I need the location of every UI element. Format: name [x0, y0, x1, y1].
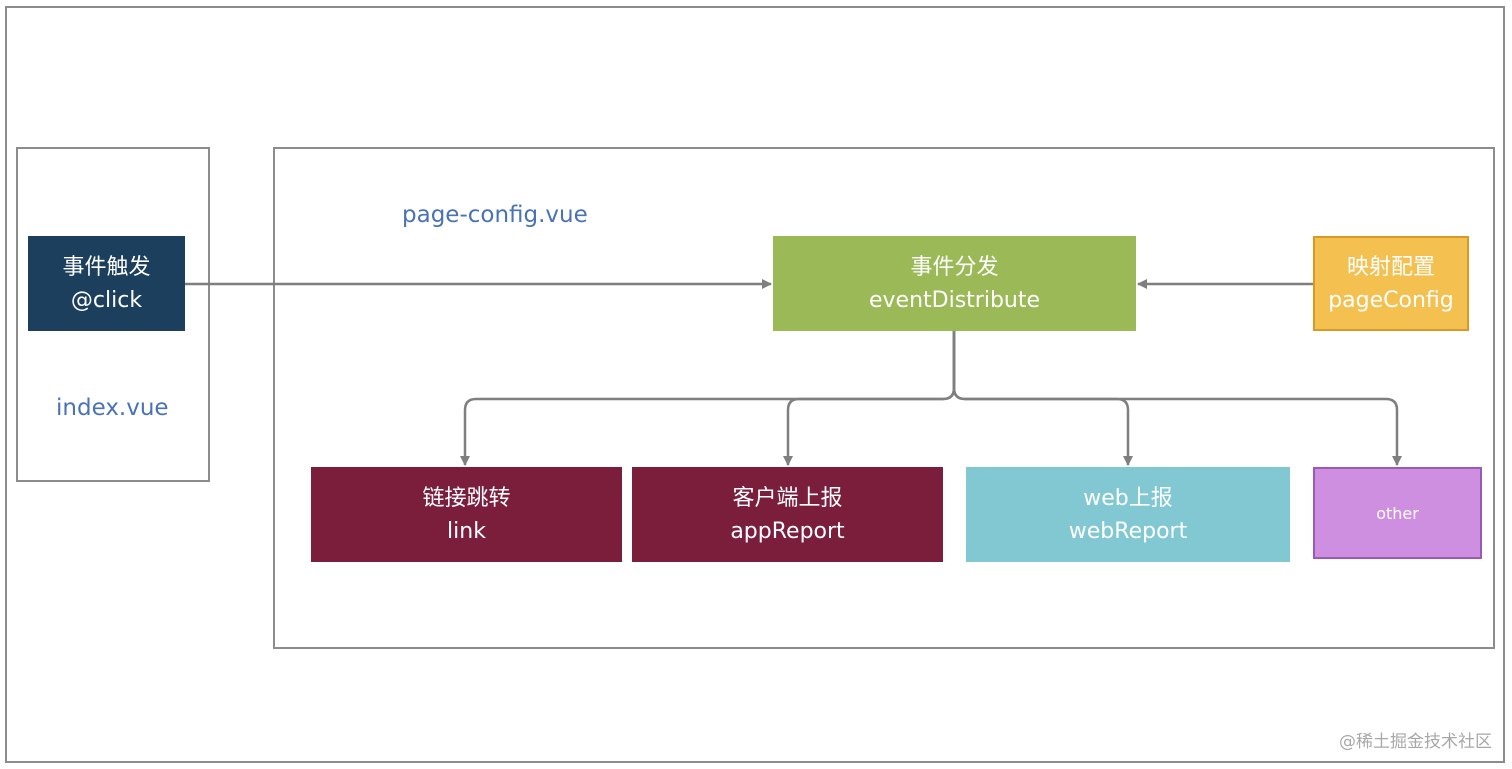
page-config-vue-container: [273, 147, 1495, 649]
node-mapping-config-title: 映射配置: [1346, 254, 1435, 280]
index-vue-container: [16, 147, 210, 482]
node-web-report[interactable]: web上报 webReport: [966, 467, 1290, 562]
node-link-jump[interactable]: 链接跳转 link: [311, 467, 622, 562]
edge-distribute-to-app-report: [783, 331, 956, 466]
index-vue-label: index.vue: [56, 395, 169, 421]
node-event-trigger-subtitle: @click: [70, 287, 143, 313]
node-mapping-config[interactable]: 映射配置 pageConfig: [1313, 236, 1469, 331]
node-app-report[interactable]: 客户端上报 appReport: [632, 467, 943, 562]
node-app-report-title: 客户端上报: [732, 485, 843, 511]
node-event-distribute[interactable]: 事件分发 eventDistribute: [773, 236, 1136, 331]
outer-frame: [5, 6, 1505, 763]
node-other-title: other: [1376, 503, 1419, 523]
node-link-jump-title: 链接跳转: [422, 485, 511, 511]
node-app-report-subtitle: appReport: [730, 518, 845, 544]
page-config-vue-label: page-config.vue: [402, 202, 588, 228]
node-event-distribute-subtitle: eventDistribute: [868, 287, 1041, 313]
node-mapping-config-subtitle: pageConfig: [1328, 287, 1454, 313]
watermark: @稀土掘金技术社区: [1339, 732, 1492, 752]
node-event-trigger-title: 事件触发: [62, 254, 151, 280]
edge-distribute-to-other: [952, 331, 1402, 466]
node-link-jump-subtitle: link: [447, 518, 486, 544]
node-web-report-subtitle: webReport: [1068, 518, 1188, 544]
node-web-report-title: web上报: [1083, 485, 1173, 511]
node-other[interactable]: other: [1313, 467, 1482, 559]
node-event-distribute-title: 事件分发: [910, 254, 999, 280]
node-event-trigger[interactable]: 事件触发 @click: [28, 236, 185, 331]
